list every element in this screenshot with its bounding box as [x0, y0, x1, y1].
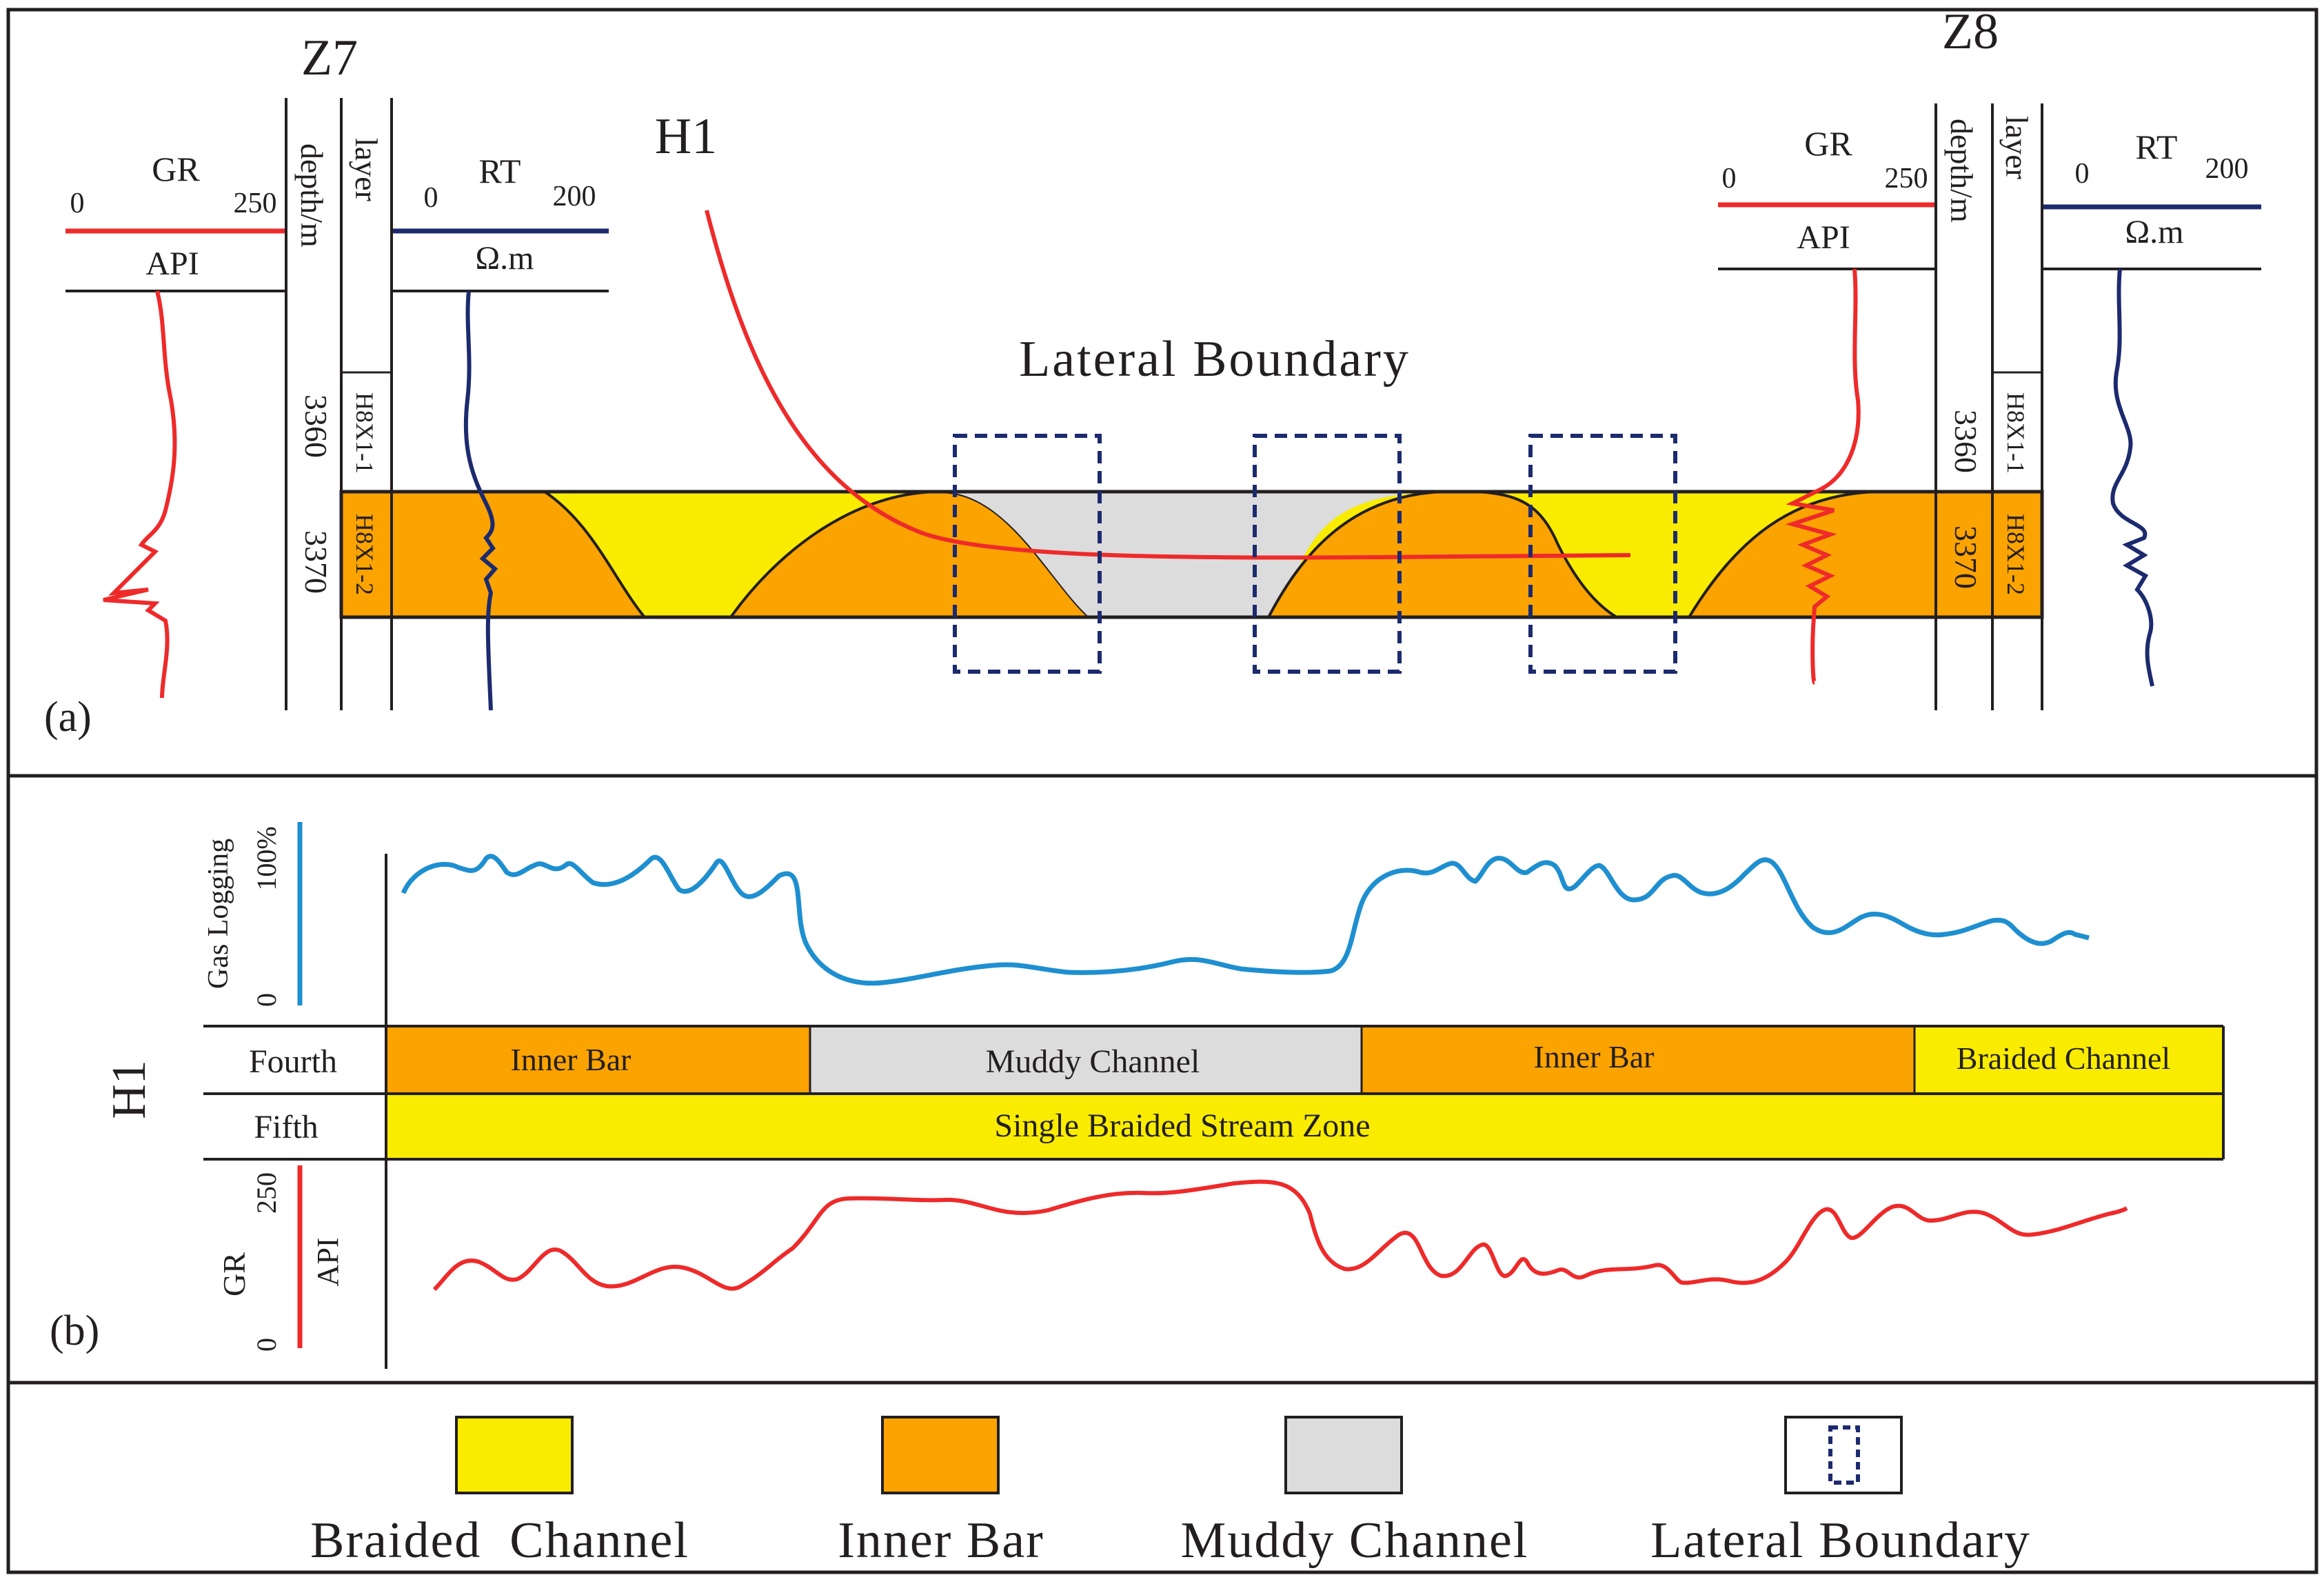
- gas-axis-max: 100%: [251, 826, 282, 890]
- panel-b-label: (b): [50, 1307, 99, 1354]
- z8-rt-name: RT: [2136, 128, 2178, 166]
- z8-rt-unit: Ω.m: [2125, 214, 2183, 250]
- panel-b-well-label: H1: [103, 1060, 156, 1119]
- z8-rt-max: 200: [2205, 153, 2249, 185]
- panel-a-label: (a): [44, 694, 92, 741]
- well-z7: Z7 GR 0 250 API RT 0 200 Ω.m depth/m lay…: [65, 30, 609, 711]
- h1-well-label: H1: [655, 108, 717, 165]
- h1-gr-curve: [432, 1179, 2128, 1292]
- z7-gr-max: 250: [234, 188, 277, 219]
- legend-swatch-muddy-channel: [1284, 1416, 1403, 1494]
- gas-axis-name: Gas Logging: [203, 839, 234, 989]
- z8-layer-h8x1-1: H8X1-1: [2002, 392, 2030, 474]
- z7-well-name: Z7: [301, 30, 358, 86]
- gr-axis-unit: API: [311, 1238, 345, 1287]
- z7-layer-h8x1-2: H8X1-2: [351, 514, 378, 595]
- z8-depth-header: depth/m: [1944, 119, 1979, 223]
- z7-depth-3360: 3360: [299, 394, 334, 458]
- z8-gr-unit: API: [1797, 219, 1850, 256]
- z8-gr-max: 250: [1885, 163, 1928, 194]
- z8-layer-header: layer: [1999, 116, 2034, 179]
- z7-depth-header: depth/m: [294, 143, 330, 248]
- z7-gr-curve: [103, 290, 177, 699]
- gas-axis-min: 0: [251, 993, 282, 1007]
- fourth-seg-inner-bar-2: [1362, 1026, 1914, 1094]
- legend-boundary-dashed-icon: [1828, 1425, 1860, 1485]
- z8-gr-curve: [1785, 268, 1861, 685]
- facies-table: Fourth Fifth Inner Bar Muddy Channel Inn…: [203, 1025, 2225, 1161]
- lateral-boundary-title: Lateral Boundary: [1019, 331, 1411, 388]
- figure-frame: [6, 8, 2318, 1574]
- z7-rt-unit: Ω.m: [475, 240, 534, 277]
- z8-gr-min: 0: [1722, 163, 1737, 194]
- seg-label-single-braided-zone: Single Braided Stream Zone: [994, 1107, 1370, 1144]
- z7-rt-curve: [463, 290, 498, 711]
- z7-layer-header: layer: [349, 138, 384, 201]
- gr-axis-min: 0: [251, 1338, 282, 1352]
- h1-trajectory: [705, 210, 1631, 560]
- gr-axis-max: 250: [251, 1172, 282, 1214]
- z8-layer-h8x1-2: H8X1-2: [2002, 514, 2030, 595]
- row-label-fourth: Fourth: [249, 1043, 337, 1080]
- fourth-seg-braided-channel: [1914, 1026, 2223, 1094]
- z8-depth-3360: 3360: [1948, 410, 1983, 473]
- z8-gr-name: GR: [1804, 124, 1852, 163]
- fourth-seg-inner-bar-1: [386, 1026, 810, 1094]
- z7-layer-h8x1-1: H8X1-1: [351, 392, 378, 474]
- row-label-fifth: Fifth: [254, 1109, 318, 1145]
- lateral-boundary-box-3: [1528, 434, 1677, 674]
- muddy-channel-body: [938, 491, 1441, 617]
- z8-rt-min: 0: [2075, 158, 2090, 190]
- gas-logging-curve: [401, 854, 2090, 986]
- fourth-seg-muddy-channel: [810, 1026, 1362, 1094]
- seg-label-inner-bar-1: Inner Bar: [511, 1042, 631, 1077]
- legend-swatch-inner-bar: [881, 1416, 1000, 1494]
- well-z8: Z8 GR 0 250 API RT 0 200 Ω.m depth/m lay…: [1718, 3, 2261, 710]
- gr-axis-name: GR: [216, 1252, 252, 1296]
- inner-bar-body-1: [340, 490, 648, 619]
- lateral-boundary-box-1: [953, 434, 1102, 674]
- legend: Braided Channel Inner Bar Muddy Channel …: [310, 1416, 2031, 1569]
- z7-rt-min: 0: [424, 182, 438, 214]
- z7-rt-name: RT: [479, 152, 521, 190]
- z8-depth-3370: 3370: [1948, 525, 1983, 589]
- z7-rt-max: 200: [553, 181, 596, 212]
- legend-label-lateral-boundary: Lateral Boundary: [1650, 1512, 2031, 1569]
- panel-a: (a) Lateral Boundary H1 Z7: [44, 3, 2261, 741]
- panel-b: (b) H1 Gas Logging 100% 0: [50, 822, 2225, 1369]
- z8-well-name: Z8: [1942, 3, 1999, 60]
- z7-gr-min: 0: [70, 188, 85, 219]
- z8-rt-curve: [2110, 268, 2154, 687]
- lateral-boundary-box-2: [1253, 434, 1402, 674]
- seg-label-inner-bar-2: Inner Bar: [1534, 1039, 1655, 1074]
- z7-gr-name: GR: [152, 150, 200, 188]
- legend-swatch-lateral-boundary: [1784, 1416, 1903, 1494]
- legend-label-braided-channel: Braided Channel: [310, 1512, 689, 1569]
- seg-label-muddy-channel: Muddy Channel: [986, 1043, 1200, 1080]
- legend-label-muddy-channel: Muddy Channel: [1181, 1512, 1529, 1569]
- seg-label-braided-channel: Braided Channel: [1957, 1041, 2170, 1076]
- fifth-seg-braided-zone: [386, 1094, 2223, 1159]
- z7-depth-3370: 3370: [299, 530, 334, 594]
- legend-swatch-braided-channel: [455, 1416, 574, 1494]
- legend-label-inner-bar: Inner Bar: [838, 1512, 1044, 1569]
- z7-gr-unit: API: [145, 245, 199, 282]
